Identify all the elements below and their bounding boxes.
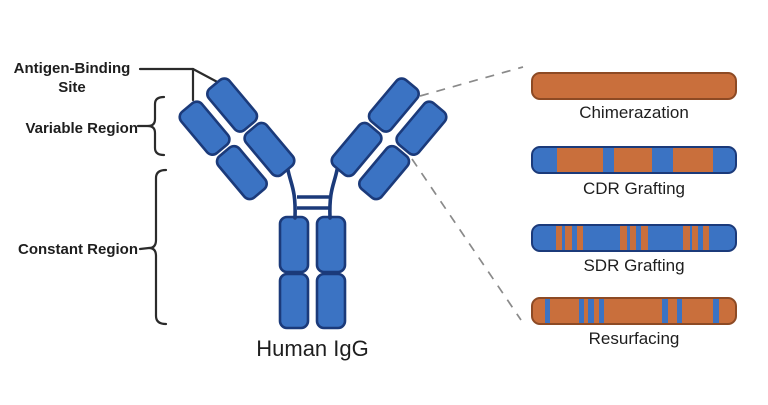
constant-region-connector (138, 246, 151, 251)
chain-segment (576, 226, 584, 250)
igg-antibody (178, 77, 448, 330)
antigen-binding-site-label: Antigen-Binding Site (13, 60, 131, 96)
chain-segment (683, 226, 690, 250)
chain-segment (565, 226, 572, 250)
fab-arm-left (178, 77, 296, 201)
hinge-left-strand (286, 168, 297, 220)
heavy-chain-constant-domain (243, 121, 296, 178)
constant-region-brace (147, 168, 168, 326)
fc-domain (315, 272, 347, 330)
fc-domain (315, 215, 347, 274)
heavy-chain-constant-domain (330, 121, 383, 178)
chain-segment (713, 299, 719, 323)
heavy-chain-variable-domain (206, 77, 259, 133)
variable-region-label: Variable Region (25, 120, 138, 137)
fc-domain (278, 215, 310, 274)
chain-segment (598, 299, 605, 323)
chain-segment (629, 226, 637, 250)
heavy-chain-variable-domain (367, 77, 420, 133)
fc-domain (278, 272, 310, 330)
light-chain-constant-domain (358, 144, 411, 201)
hinge-region (286, 168, 339, 220)
chain-segment (588, 299, 594, 323)
fc-stem (278, 215, 347, 330)
chain-segment (673, 148, 713, 172)
resurfacing-bar (531, 297, 737, 325)
chain-segment (613, 148, 653, 172)
chain-segment (555, 226, 563, 250)
light-chain-constant-domain (215, 144, 268, 201)
cdr-grafting-bar (531, 146, 737, 174)
chain-segment (620, 226, 627, 250)
chain-segment (557, 148, 603, 172)
fab-arm-right (330, 77, 448, 201)
chain-segment (691, 226, 699, 250)
cdr-grafting-label: CDR Grafting (582, 179, 686, 198)
antibody-caption: Human IgG (256, 336, 369, 361)
constant-region-label: Constant Region (18, 241, 138, 258)
light-chain-variable-domain (178, 100, 231, 156)
sdr-grafting-bar (531, 224, 737, 252)
sdr-grafting-label: SDR Grafting (583, 256, 685, 275)
zoom-guide-bottom-dashed-line (411, 158, 522, 321)
chain-segment (578, 299, 585, 323)
chain-segment (702, 226, 710, 250)
resurfacing-label: Resurfacing (588, 329, 680, 348)
chain-segment (677, 299, 683, 323)
variable-region-brace (146, 95, 166, 157)
hinge-right-strand (328, 168, 339, 220)
chimerization-label: Chimerazation (579, 103, 689, 122)
chain-segment (662, 299, 668, 323)
chain-segment (544, 299, 551, 323)
chain-segment (641, 226, 648, 250)
antigen-binding-callout-line (138, 67, 225, 87)
zoom-guide-top-dashed-line (419, 66, 524, 97)
light-chain-variable-domain (395, 100, 448, 156)
chimerization-bar (531, 72, 737, 100)
